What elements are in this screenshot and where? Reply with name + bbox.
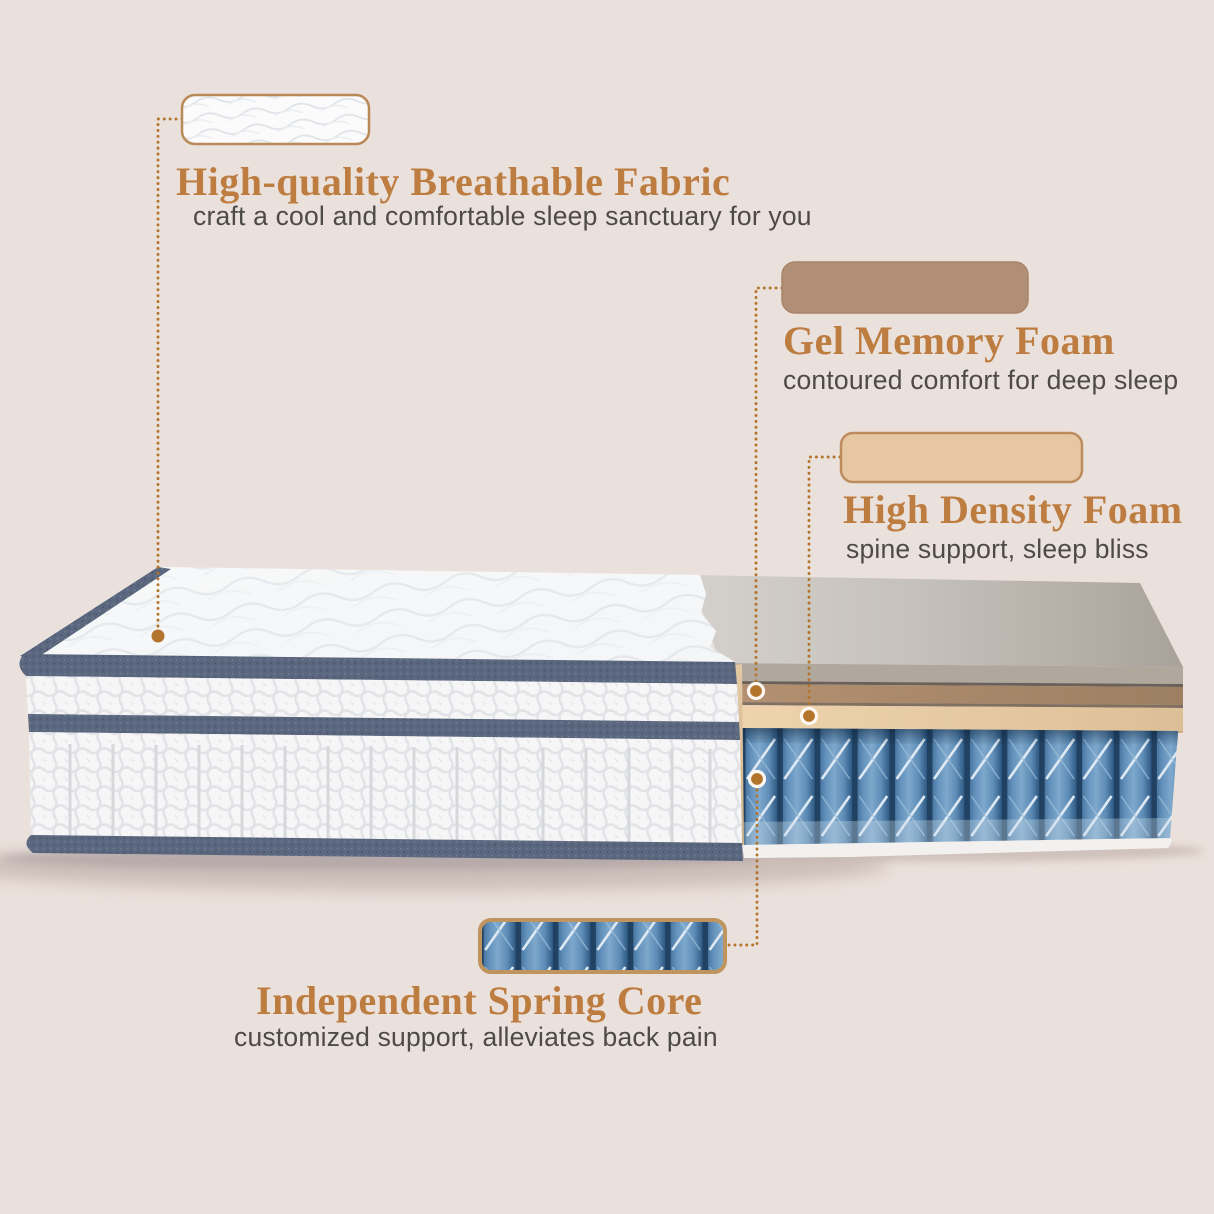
spring-core-callout: Independent Spring Core (256, 979, 702, 1023)
quilted-top-texture (22, 567, 735, 662)
euro-top-band (26, 676, 739, 722)
leader-lines (156, 117, 842, 947)
quilted-front-panel (29, 732, 742, 843)
pocket-spring-bottom-wrap (740, 818, 1172, 845)
gel-foam-bottom-line (723, 702, 1183, 708)
pocket-spring-layer (740, 728, 1178, 845)
fabric-callout-title: High-quality Breathable Fabric (176, 159, 731, 204)
fabric-callout-subtitle-wrap: craft a cool and comfortable sleep sanct… (193, 201, 812, 231)
high-density-foam-swatch (839, 431, 1084, 484)
middle-trim-band (28, 714, 740, 740)
leader-anchor-dots (151, 629, 819, 789)
density-leader-line (807, 455, 842, 707)
memory-foam-front-face (720, 663, 1183, 684)
high-density-foam-callout: High Density Foam (843, 488, 1183, 532)
gel-foam-callout-subtitle: contoured comfort for deep sleep (783, 365, 1179, 395)
fabric-callout-subtitle: craft a cool and comfortable sleep sanct… (193, 201, 812, 231)
memory-foam-bottom-line (722, 681, 1183, 687)
side-trim-piping (20, 567, 171, 660)
gel-foam-callout: Gel Memory Foam (783, 319, 1115, 363)
gel-foam-callout-subtitle-wrap: contoured comfort for deep sleep (783, 365, 1178, 395)
memory-foam-top-layer (690, 575, 1183, 667)
high-density-foam-callout-subtitle-wrap: spine support, sleep bliss (846, 534, 1149, 564)
spring-leader-line (725, 788, 759, 947)
gel-foam-callout-title: Gel Memory Foam (783, 318, 1115, 363)
mattress-covered-section (19, 567, 744, 861)
bottom-trim-band (26, 835, 744, 861)
front-panel-channels (68, 744, 712, 843)
fabric-texture-swatch (180, 93, 371, 146)
spring-core-callout-title: Independent Spring Core (256, 978, 703, 1023)
material-swatches (180, 93, 1084, 974)
fabric-callout: High-quality Breathable Fabric (176, 160, 730, 204)
mattress-cutaway-layers (690, 575, 1183, 858)
fabric-anchor-dot (151, 629, 165, 643)
density-anchor-dot (799, 706, 819, 726)
fabric-leader-line (156, 117, 184, 629)
gel-anchor-dot (746, 681, 766, 701)
pocket-spring-top-shadow (740, 728, 1178, 746)
spring-core-callout-subtitle-wrap: customized support, alleviates back pain (234, 1022, 718, 1052)
spring-anchor-dot (747, 769, 767, 789)
spring-core-swatch (478, 918, 727, 974)
high-density-foam-callout-title: High Density Foam (843, 487, 1183, 532)
mattress-base-strip (742, 838, 1172, 858)
gel-memory-foam-swatch (781, 261, 1029, 314)
top-trim-band (19, 654, 738, 684)
spring-core-callout-subtitle: customized support, alleviates back pain (234, 1022, 718, 1052)
gel-leader-line (754, 286, 784, 683)
high-density-foam-layer (723, 705, 1183, 731)
high-density-foam-callout-subtitle: spine support, sleep bliss (846, 534, 1149, 564)
gel-memory-foam-layer (722, 684, 1183, 705)
